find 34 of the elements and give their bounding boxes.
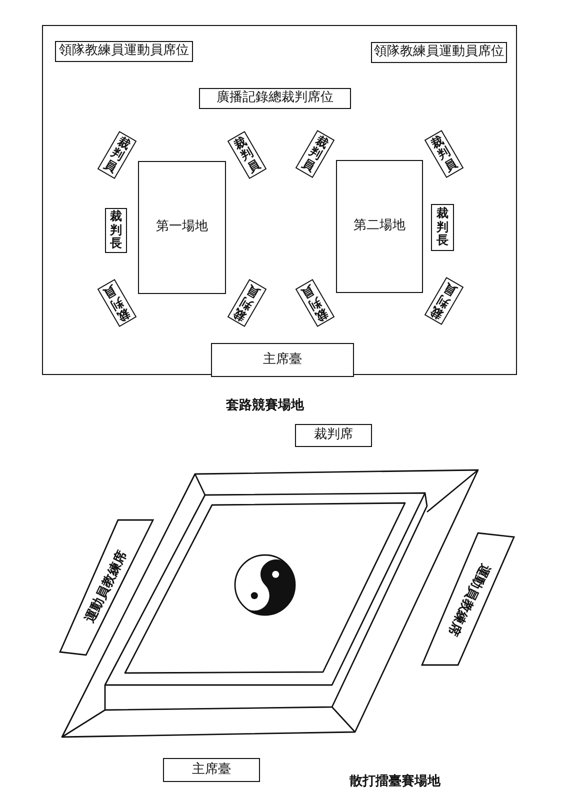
seat-label: 主席臺 <box>263 352 302 368</box>
seat-label: 裁判席 <box>314 428 353 443</box>
figure-caption: 套路競賽場地 <box>226 396 304 414</box>
judge-label: 裁判員 <box>231 134 263 176</box>
competition-area <box>138 161 226 294</box>
judge-label: 裁判長 <box>436 207 449 248</box>
seat-label: 領隊教練員運動員席位 <box>374 45 504 60</box>
judge-label: 裁判員 <box>101 134 133 176</box>
figure-caption: 散打擂臺賽場地 <box>350 772 440 790</box>
judge-label: 裁判員 <box>299 282 331 324</box>
venue-frame <box>42 25 517 375</box>
seat-box <box>55 41 193 62</box>
judge-label: 裁判員 <box>299 133 331 175</box>
judge-label: 裁判員 <box>428 280 460 322</box>
area-label: 第二場地 <box>354 219 406 234</box>
judge-label: 裁判員 <box>231 282 263 324</box>
seat-box <box>163 758 260 782</box>
judge-label: 裁判長 <box>110 210 122 251</box>
seat-label: 主席臺 <box>192 762 231 778</box>
seat-label: 運動員教練席 <box>444 560 492 638</box>
seat-box <box>211 343 354 377</box>
seat-box <box>199 88 351 109</box>
judge-label: 裁判員 <box>428 133 460 175</box>
judge-seat <box>105 208 127 253</box>
area-label: 第一場地 <box>156 220 208 235</box>
seat-box <box>295 424 372 447</box>
competition-area <box>336 160 423 293</box>
judge-label: 裁判員 <box>101 282 133 324</box>
bench-shape <box>420 531 516 667</box>
seat-label: 領隊教練員運動員席位 <box>59 44 189 59</box>
judge-seat <box>431 204 454 251</box>
seat-label: 廣播記錄總裁判席位 <box>216 91 334 106</box>
seat-label: 運動員教練席 <box>82 549 130 626</box>
bench-shape <box>58 518 155 657</box>
